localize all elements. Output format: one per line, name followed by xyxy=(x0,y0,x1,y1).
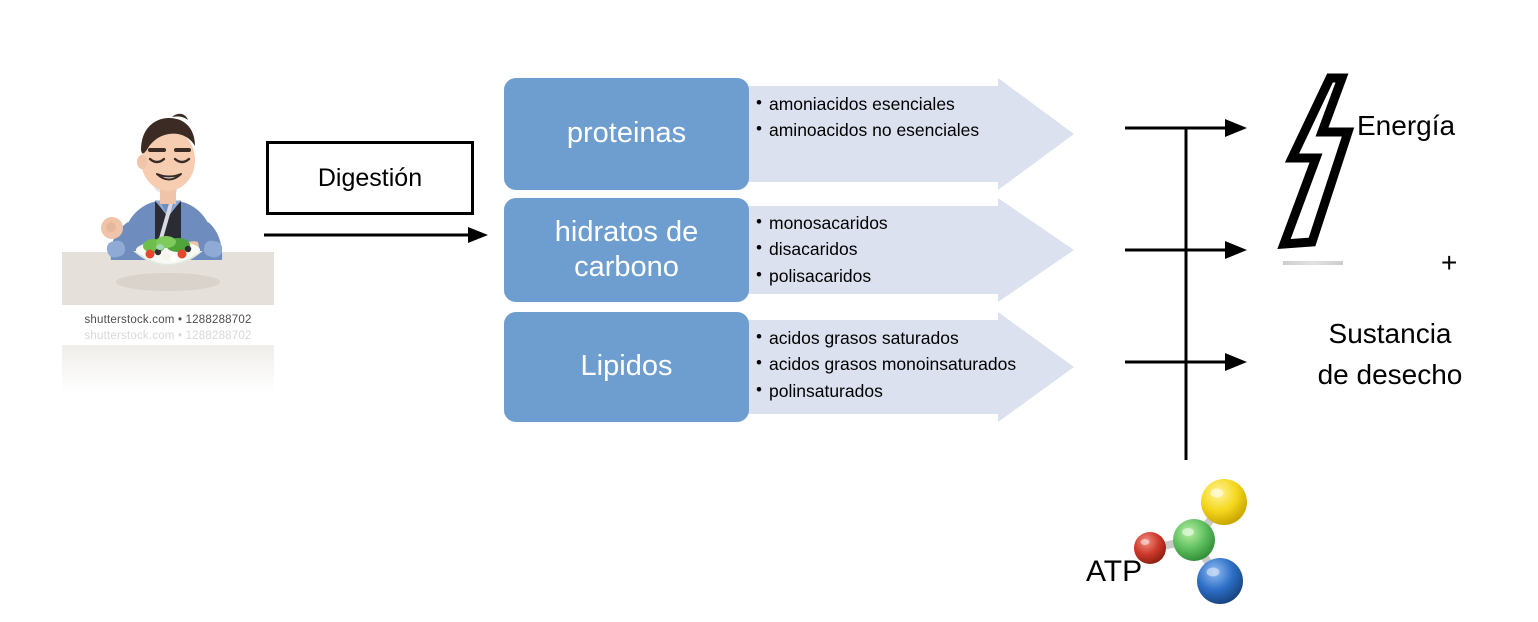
nutrient-label-proteins: proteinas xyxy=(566,117,687,150)
atp-molecule-icon xyxy=(1128,478,1268,613)
list-item: polinsaturados xyxy=(756,376,1086,404)
waste-label-line1: Sustancia xyxy=(1328,318,1452,349)
list-item: polisacaridos xyxy=(756,261,1086,289)
digestion-label: Digestión xyxy=(317,163,423,192)
bolt-watermark-remnant xyxy=(1283,261,1343,265)
list-item: acidos grasos saturados xyxy=(756,324,1086,351)
waste-label: Sustancia de desecho xyxy=(1300,314,1480,395)
lightning-bolt-icon xyxy=(1268,72,1360,257)
nutrient-label-box-carbohydrates: hidratos de carbono xyxy=(504,198,749,302)
output-connector-arrows xyxy=(1125,70,1265,475)
atp-label: ATP xyxy=(1086,555,1143,588)
nutrient-bullets-carbohydrates: monosacaridos disacaridos polisacaridos xyxy=(756,198,1086,289)
stock-credit-text: shutterstock.com • 1288288702 xyxy=(84,314,252,326)
plus-sign: + xyxy=(1441,247,1458,278)
waste-label-line2: de desecho xyxy=(1317,358,1463,390)
list-item: amoniacidos esenciales xyxy=(756,90,1086,117)
digestion-arrow-icon xyxy=(264,225,490,250)
list-item: acidos grasos monoinsaturados xyxy=(756,350,1086,377)
list-item: monosacaridos xyxy=(756,209,1086,236)
nutrient-bullets-proteins: amoniacidos esenciales aminoacidos no es… xyxy=(756,78,1086,144)
nutrient-label-box-lipids: Lipidos xyxy=(504,312,749,422)
energy-label: Energía xyxy=(1357,110,1456,141)
man-eating-salad-illustration xyxy=(62,100,274,305)
illustration-reflection xyxy=(62,345,274,393)
digestion-box: Digestión xyxy=(266,141,474,215)
nutrient-bullets-lipids: acidos grasos saturados acidos grasos mo… xyxy=(756,312,1086,404)
stock-credit-ghost-text: shutterstock.com • 1288288702 xyxy=(84,330,252,342)
nutrient-label-lipids: Lipidos xyxy=(580,350,673,383)
nutrient-label-box-proteins: proteinas xyxy=(504,78,749,190)
list-item: aminoacidos no esenciales xyxy=(756,116,1086,143)
list-item: disacaridos xyxy=(756,235,1086,262)
nutrient-label-carbohydrates: hidratos de carbono xyxy=(554,215,699,283)
